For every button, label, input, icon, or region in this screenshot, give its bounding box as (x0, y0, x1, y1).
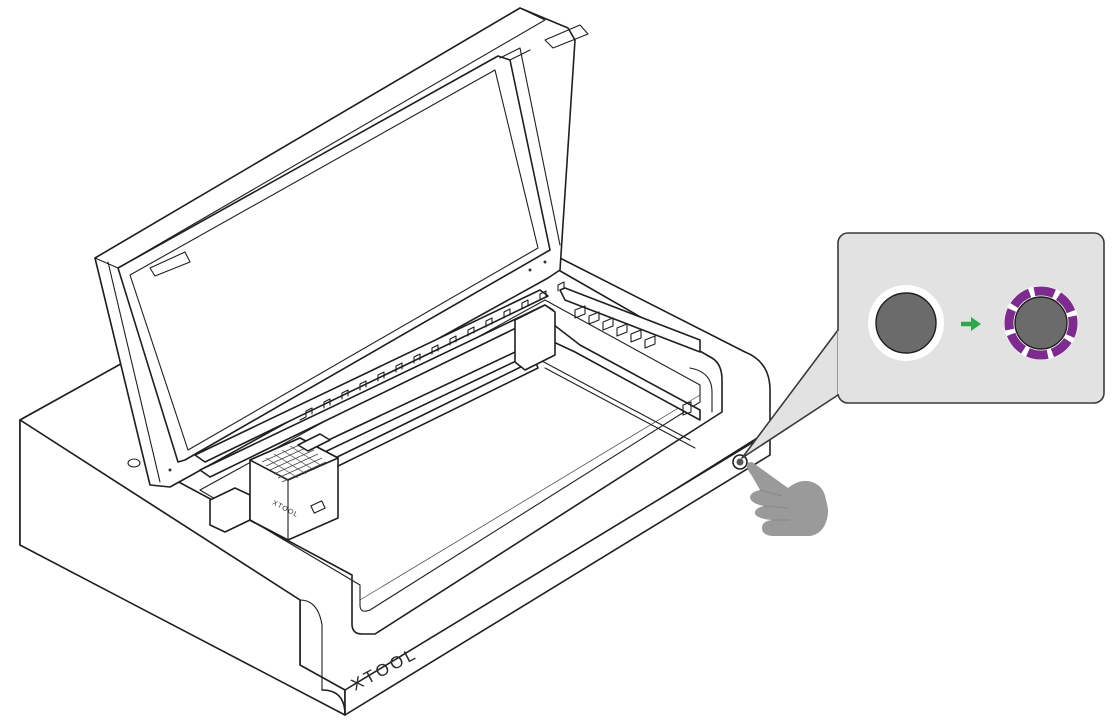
open-lid (94, 7, 589, 488)
power-button-on-icon (1004, 286, 1078, 360)
pointing-hand-icon (746, 462, 828, 536)
callout-panel (741, 232, 1105, 459)
arrow-right-icon (961, 317, 981, 331)
power-button-off-icon (868, 285, 944, 361)
power-button[interactable] (732, 454, 748, 470)
laser-head: XTOOL (249, 433, 339, 541)
